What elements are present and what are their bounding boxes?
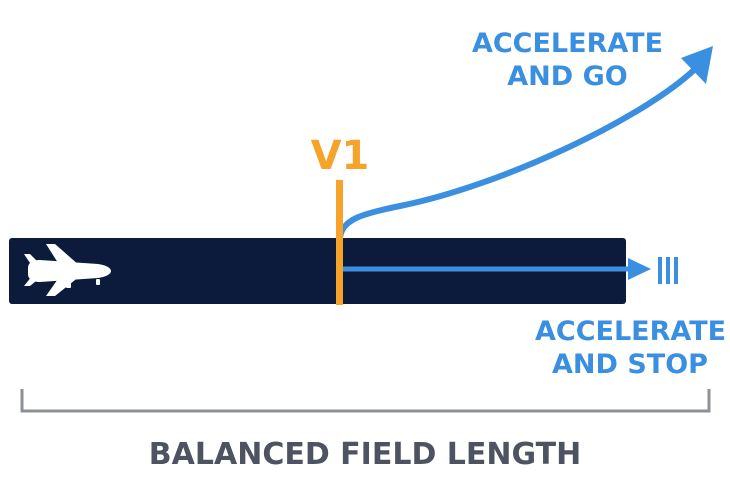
stop-bars-icon (658, 257, 678, 284)
accelerate-stop-arrowhead (628, 258, 651, 280)
balanced-field-length-label: BALANCED FIELD LENGTH (148, 437, 582, 472)
runway (9, 238, 626, 304)
airplane-icon (24, 244, 111, 296)
accelerate-go-label-line1: ACCELERATE (471, 28, 664, 59)
accelerate-stop-label-line2: AND STOP (552, 349, 708, 380)
field-length-bracket (20, 389, 711, 413)
accelerate-go-label-line2: AND GO (507, 61, 628, 92)
accelerate-go-arrowhead (681, 46, 713, 84)
accelerate-go-label: ACCELERATE AND GO (470, 30, 665, 90)
v1-line (336, 180, 343, 305)
accelerate-stop-label: ACCELERATE AND STOP (535, 316, 727, 380)
v1-label-text: V1 (310, 133, 370, 179)
v1-label: V1 (305, 136, 375, 176)
accelerate-go-path (337, 67, 697, 241)
accelerate-stop-label-line1: ACCELERATE (535, 316, 727, 347)
